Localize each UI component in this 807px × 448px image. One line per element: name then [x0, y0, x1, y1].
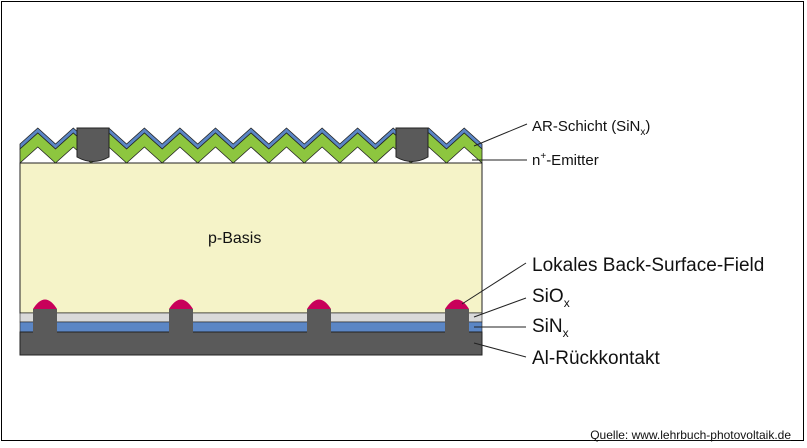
local-bsf-dome	[445, 299, 469, 309]
label-sinx: SiNx	[532, 316, 569, 340]
label-bsf: Lokales Back-Surface-Field	[532, 255, 764, 276]
p-base-region	[19, 162, 483, 314]
label-emitter: n+-Emitter	[532, 151, 599, 169]
n-emitter-layer	[19, 132, 483, 164]
local-contact-pillar	[169, 309, 193, 333]
leader-line-ar	[473, 123, 528, 147]
sinx-rear-layer	[19, 321, 483, 333]
leader-line-al	[473, 342, 527, 358]
leader-lines	[461, 123, 528, 358]
local-contact-pillar	[307, 309, 331, 333]
local-contacts-group	[33, 299, 469, 333]
front-contact-finger	[395, 127, 429, 162]
local-contact-pillar	[33, 309, 57, 333]
leader-line-bsf	[461, 262, 527, 305]
label-p-base: p-Basis	[208, 230, 261, 247]
label-ar-layer: AR-Schicht (SiNx)	[532, 118, 650, 138]
al-back-contact	[19, 331, 483, 356]
source-link[interactable]: Quelle: www.lehrbuch-photovoltaik.de	[590, 428, 791, 442]
local-bsf-dome	[33, 299, 57, 309]
leader-line-siox	[473, 297, 527, 318]
front-contact-finger	[76, 127, 110, 162]
label-al-back-contact: Al-Rückkontakt	[532, 348, 660, 369]
label-siox: SiOx	[532, 286, 570, 310]
local-contact-pillar	[445, 309, 469, 333]
local-bsf-dome	[307, 299, 331, 309]
siox-passivation-layer	[19, 312, 483, 323]
local-bsf-dome	[169, 299, 193, 309]
